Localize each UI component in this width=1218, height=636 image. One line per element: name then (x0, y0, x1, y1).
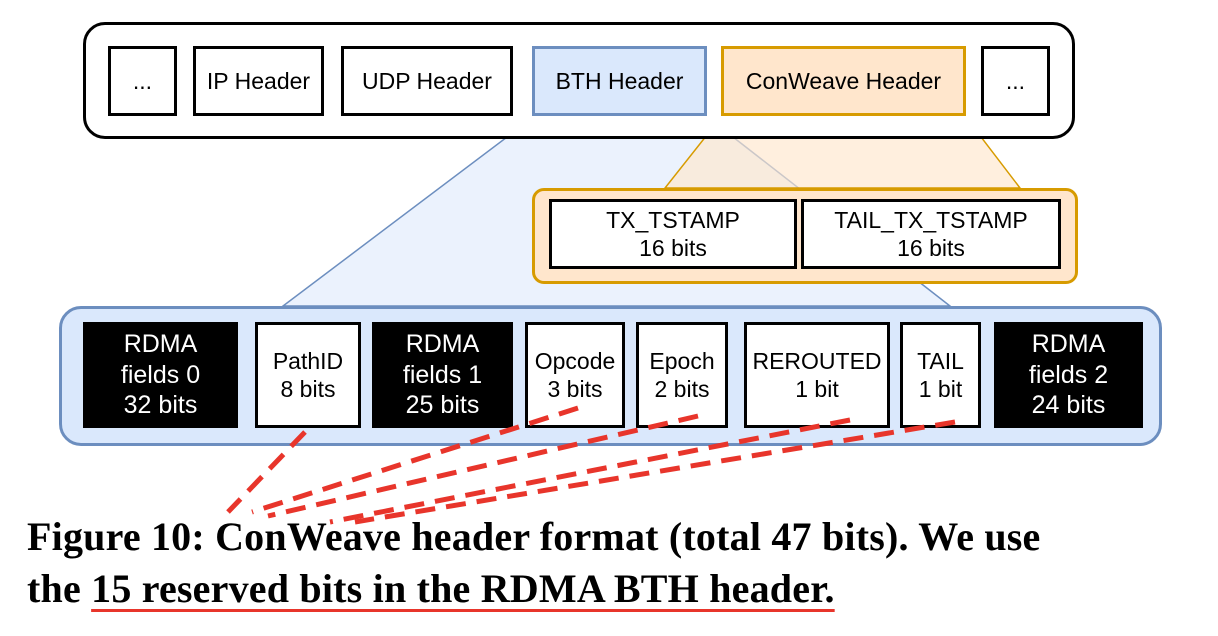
annotation-line-rerouted (329, 417, 851, 525)
bth-header: BTH Header (532, 46, 707, 116)
annotation-line-pathid (226, 430, 307, 514)
annotation-line-epoch (267, 413, 699, 519)
caption-underlined-text: 15 reserved bits in the RDMA BTH header. (91, 566, 835, 611)
figure-caption-line-2: the 15 reserved bits in the RDMA BTH hea… (27, 566, 835, 611)
annotation-line-tail (354, 419, 956, 525)
udp-header: UDP Header (341, 46, 513, 116)
annotation-line-opcode (251, 405, 579, 515)
header-ellipsis-right: ... (981, 46, 1050, 116)
conweave-header: ConWeave Header (721, 46, 966, 116)
figure-caption-line-1: Figure 10: ConWeave header format (total… (27, 514, 1041, 559)
header-ellipsis-left: ... (108, 46, 177, 116)
ip-header: IP Header (193, 46, 324, 116)
